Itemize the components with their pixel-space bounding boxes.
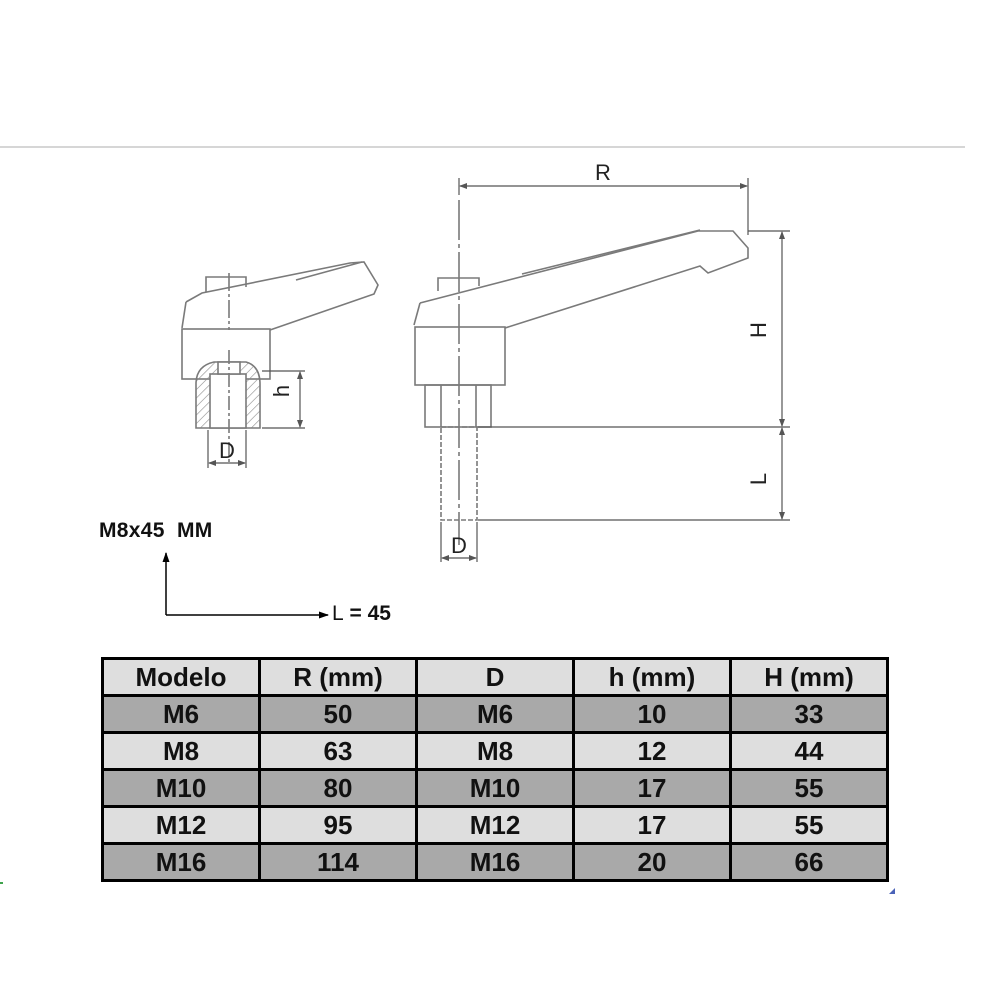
right-dim-h-label: H	[746, 322, 771, 338]
table-row: M8 63 M8 12 44	[101, 731, 889, 771]
cell-h-small: 17	[572, 805, 732, 845]
cell-d: M10	[415, 768, 575, 808]
cell-h-large: 33	[729, 694, 889, 734]
left-view-lever	[181, 261, 379, 380]
cell-d: M16	[415, 842, 575, 882]
table-row: M10 80 M10 17 55	[101, 768, 889, 808]
cell-r: 63	[258, 731, 418, 771]
cell-r: 95	[258, 805, 418, 845]
right-dim-d-label: D	[451, 533, 467, 558]
cell-d: M6	[415, 694, 575, 734]
left-dim-h-label: h	[269, 385, 294, 397]
spec-table: Modelo R (mm) D h (mm) H (mm) M6 50 M6 1…	[101, 657, 889, 882]
cell-h-large: 44	[729, 731, 889, 771]
table-row: M16 114 M16 20 66	[101, 842, 889, 882]
header-h-large: H (mm)	[729, 657, 889, 697]
cell-h-large: 66	[729, 842, 889, 882]
cell-modelo: M10	[101, 768, 261, 808]
cell-r: 50	[258, 694, 418, 734]
header-r: R (mm)	[258, 657, 418, 697]
cell-r: 80	[258, 768, 418, 808]
cell-modelo: M16	[101, 842, 261, 882]
right-dim-r-label: R	[595, 160, 611, 185]
right-view-dimensions	[440, 178, 790, 562]
annotation-arrow	[162, 552, 329, 619]
right-dim-l-label: L	[746, 473, 771, 485]
technical-drawing: h D R H L D	[162, 160, 790, 619]
cell-r: 114	[258, 842, 418, 882]
cell-modelo: M6	[101, 694, 261, 734]
table-row: M6 50 M6 10 33	[101, 694, 889, 734]
header-h-small: h (mm)	[572, 657, 732, 697]
edge-mark	[0, 882, 3, 884]
model-note: M8x45 MM	[99, 519, 213, 542]
left-view-insert	[195, 350, 261, 465]
cell-d: M12	[415, 805, 575, 845]
cell-h-small: 10	[572, 694, 732, 734]
top-divider	[0, 146, 965, 148]
cell-d: M8	[415, 731, 575, 771]
cell-modelo: M12	[101, 805, 261, 845]
cell-h-small: 20	[572, 842, 732, 882]
length-letter: L	[332, 602, 344, 625]
left-dim-d-label: D	[219, 438, 235, 463]
header-d: D	[415, 657, 575, 697]
table-row: M12 95 M12 17 55	[101, 805, 889, 845]
header-modelo: Modelo	[101, 657, 261, 697]
cell-h-large: 55	[729, 768, 889, 808]
cell-h-large: 55	[729, 805, 889, 845]
resize-corner-mark	[889, 888, 895, 894]
length-value: = 45	[343, 602, 391, 625]
cell-modelo: M8	[101, 731, 261, 771]
cell-h-small: 12	[572, 731, 732, 771]
length-note: L = 45	[332, 602, 391, 626]
left-view-dimensions	[207, 370, 305, 468]
cell-h-small: 17	[572, 768, 732, 808]
right-view-lever	[413, 200, 749, 545]
table-header-row: Modelo R (mm) D h (mm) H (mm)	[101, 657, 889, 697]
